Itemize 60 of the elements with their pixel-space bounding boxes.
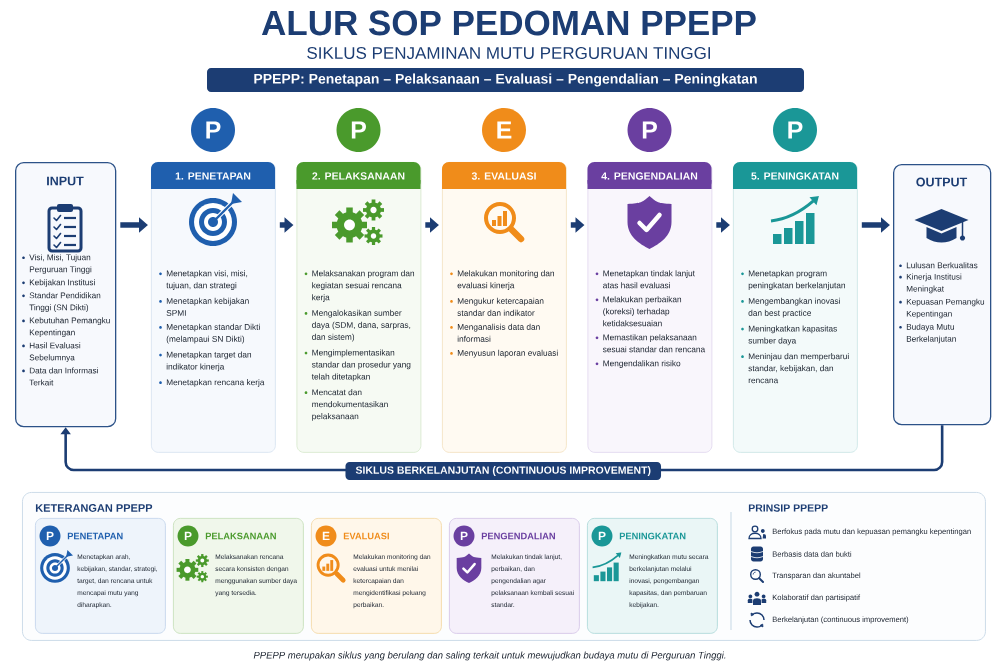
card-header: 3. EVALUASI xyxy=(442,162,566,189)
list-item: Mencatat dan mendokumentasikan pelaksanaan xyxy=(312,389,388,421)
list-item: Melaksanakan program dan kegiatan sesuai rencana kerja xyxy=(312,270,415,302)
letter-badge: P xyxy=(191,108,235,152)
list-item: Mengukur ketercapaian standar dan indikator xyxy=(457,297,544,316)
title-banner: PPEPP: Penetapan – Pelaksanaan – Evaluasi – Pengendalian – Peningkatan xyxy=(207,68,804,92)
list-item: Menetapkan target dan indikator kinerja xyxy=(166,351,251,372)
card-header: 1. PENETAPAN xyxy=(151,162,275,189)
letter-badge: E xyxy=(482,108,526,152)
list-item: Melakukan monitoring dan evaluasi kinerja xyxy=(457,270,554,290)
list-item: Kepuasan Pemangku Kepentingan xyxy=(906,298,985,319)
letter-badge: P xyxy=(177,525,199,547)
list-item: Kebutuhan Pemangku Kepentingan xyxy=(29,317,110,337)
list-item: Kebijakan Institusi xyxy=(29,279,95,287)
list-item: Lulusan Berkualitas xyxy=(906,262,978,269)
list-item: Menetapkan program peningkatan berkelanjutan xyxy=(748,270,845,290)
subtitle: SIKLUS PENJAMINAN MUTU PERGURUAN TINGGI xyxy=(307,46,710,59)
card-header: 2. PELAKSANAAN xyxy=(296,162,421,189)
list-item: Data dan Informasi Terkait xyxy=(29,367,98,386)
list-item: Standar Pendidikan Tinggi (SN Dikti) xyxy=(29,292,101,312)
list-item: Kinerja Institusi Meningkat xyxy=(906,273,962,294)
list-item: Mengimplementasikan standar dan prosedur yang telah ditetapkan xyxy=(311,349,411,382)
list-item: Memastikan pelaksanaan sesuai standar dan rencana xyxy=(602,334,706,353)
list-item: Menetapkan rencana kerja xyxy=(166,379,265,387)
card-header: 5. PENINGKATAN xyxy=(733,162,857,189)
list-item: Mengendalikan risiko xyxy=(603,360,681,368)
list-item: Mengembangkan inovasi dan best practice xyxy=(748,297,840,318)
letter-badge: P xyxy=(773,108,817,152)
caption: PPEPP merupakan siklus yang berulang dan saling terkait untuk mewujudkan budaya mutu di Perguruan Tinggi. xyxy=(253,651,726,661)
box-heading: OUTPUT xyxy=(916,177,968,187)
letter-badge: P xyxy=(336,108,381,152)
card-heading: PELAKSANAAN xyxy=(205,532,276,540)
box-heading: INPUT xyxy=(47,176,84,186)
card-heading: PENETAPAN xyxy=(67,532,123,540)
list-item: Menetapkan visi, misi, tujuan, dan strategi xyxy=(166,270,248,290)
card-heading: PENINGKATAN xyxy=(619,532,686,540)
list-item: Melakukan perbaikan (koreksi) terhadap ketidaksesuaian xyxy=(603,296,682,327)
list-item: Menetapkan standar Dikti (melampaui SN Dikti) xyxy=(166,323,260,344)
title: ALUR SOP PEDOMAN PPEPP xyxy=(261,10,756,36)
card-header: 4. PENGENDALIAN xyxy=(587,162,712,189)
list-item: Meninjau dan memperbarui standar, kebijakan, dan rencana xyxy=(748,353,849,384)
card-heading: PENGENDALIAN xyxy=(481,532,555,540)
letter-badge: E xyxy=(315,525,337,547)
list-item: Menetapkan tindak lanjut atas hasil evaluasi xyxy=(603,270,695,289)
list-item: Menyusun laporan evaluasi xyxy=(457,349,558,358)
list-item: Budaya Mutu Berkelanjutan xyxy=(906,323,956,344)
list-item: Meningkatkan kapasitas sumber daya xyxy=(748,325,837,346)
list-item: Mengalokasikan sumber daya (SDM, dana, sarpras, dan sistem) xyxy=(312,309,411,342)
letter-badge: P xyxy=(627,108,672,152)
list-item: Menganalisis data dan informasi xyxy=(457,323,540,342)
card-heading: EVALUASI xyxy=(343,532,389,540)
letter-badge: P xyxy=(453,525,475,547)
section-heading: KETERANGAN PPEPP xyxy=(35,504,153,512)
section-heading: PRINSIP PPEPP xyxy=(748,504,828,512)
list-item: Hasil Evaluasi Sebelumnya xyxy=(29,342,81,362)
edge-label: SIKLUS BERKELANJUTAN (CONTINUOUS IMPROVEMENT) xyxy=(345,462,662,480)
letter-badge: P xyxy=(39,525,61,547)
letter-badge: P xyxy=(591,525,613,547)
list-item: Menetapkan kebijakan SPMI xyxy=(166,297,249,316)
list-item: Visi, Misi, Tujuan Perguruan Tinggi xyxy=(29,254,92,274)
